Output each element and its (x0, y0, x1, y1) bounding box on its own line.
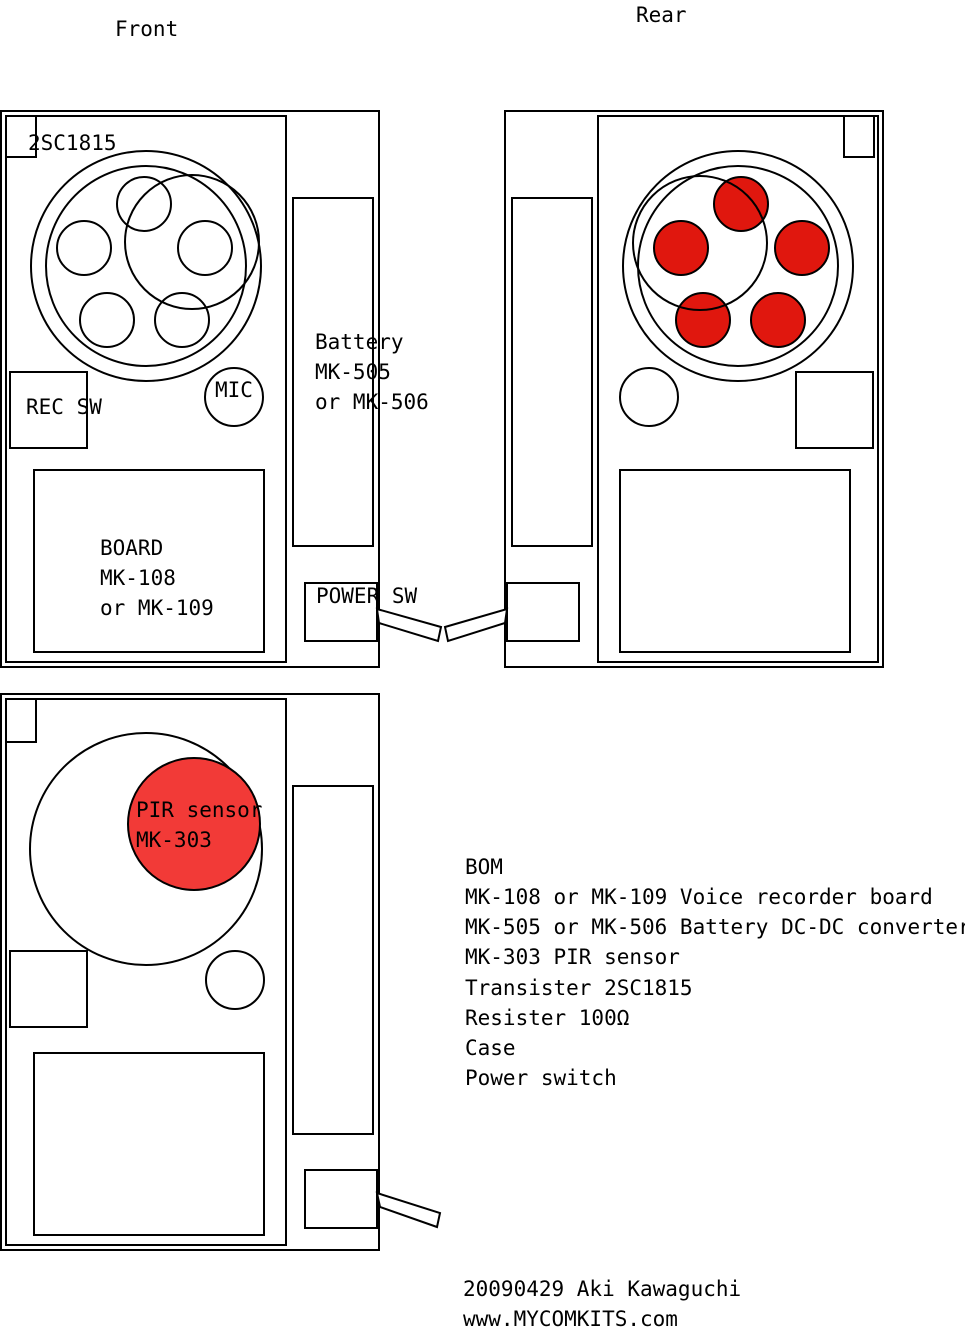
rear-case-outline (504, 110, 884, 668)
board-model-label-2: or MK-109 (100, 596, 214, 620)
rear-view (443, 110, 884, 668)
speaker-offset-ring (124, 174, 260, 310)
bom-item: Power switch (465, 1066, 617, 1090)
speaker-hole (116, 176, 172, 232)
pir-power-switch-box (304, 1169, 378, 1229)
rear-speaker-hole (653, 220, 709, 276)
speaker-hole (79, 292, 135, 348)
rear-speaker-offset-ring (632, 175, 768, 311)
pir-case-outline (0, 693, 380, 1251)
bom-item: Case (465, 1036, 516, 1060)
rear-transistor-box (843, 115, 875, 158)
pir-battery-box (292, 785, 374, 1135)
bom-item: MK-303 PIR sensor (465, 945, 680, 969)
front-case-outline (0, 110, 380, 668)
bom-item: Resister 100Ω (465, 1006, 629, 1030)
rear-speaker-hole (750, 292, 806, 348)
bom-list: BOM MK-108 or MK-109 Voice recorder boar… (465, 855, 965, 1090)
rec-switch-label: REC SW (26, 395, 102, 419)
rear-power-switch-box (506, 582, 580, 642)
battery-box (292, 197, 374, 547)
rear-inner-panel (597, 115, 879, 663)
date-author-text: 20090429 Aki Kawaguchi (463, 1277, 741, 1301)
bom-item: MK-505 or MK-506 Battery DC-DC converter (465, 915, 965, 939)
pir-board-box (33, 1052, 265, 1236)
board-title-label: BOARD (100, 536, 163, 560)
transistor-label: 2SC1815 (28, 131, 117, 155)
footer: 20090429 Aki Kawaguchi www.MYCOMKITS.com (463, 1277, 741, 1331)
battery-title-label: Battery (315, 330, 404, 354)
rear-speaker-inner-ring (637, 165, 839, 367)
bom-item: Transister 2SC1815 (465, 976, 693, 1000)
rear-speaker-hole (713, 176, 769, 232)
pir-transistor-box (5, 698, 37, 743)
front-inner-panel (5, 115, 287, 663)
speaker-hole (56, 220, 112, 276)
pir-power-switch-lever (375, 1191, 442, 1229)
rear-rec-switch-box (795, 371, 874, 449)
pir-inner-panel (5, 698, 287, 1246)
power-switch-label: POWER SW (316, 584, 418, 608)
rear-speaker-hole (774, 220, 830, 276)
bom-item: MK-108 or MK-109 Voice recorder board (465, 885, 933, 909)
speaker-hole (154, 292, 210, 348)
rec-switch-box (9, 371, 88, 449)
front-view: 2SC1815 Battery MK-505 or MK-506 REC SW … (0, 110, 443, 668)
power-switch-lever (375, 607, 443, 643)
front-heading: Front (115, 17, 178, 41)
mic-circle (204, 367, 264, 427)
bom-title: BOM (465, 855, 503, 879)
pir-mic-circle (205, 950, 265, 1010)
speaker-inner-ring (45, 165, 247, 367)
pir-model-label: MK-303 (136, 828, 212, 852)
speaker-hole (177, 220, 233, 276)
battery-model-label-1: MK-505 (315, 360, 391, 384)
rear-power-switch-lever (443, 607, 509, 643)
rear-speaker-hole (675, 292, 731, 348)
rear-battery-box (511, 197, 593, 547)
rear-heading: Rear (636, 3, 687, 27)
rear-speaker-outer-ring (622, 150, 854, 382)
transistor-box (5, 115, 37, 158)
pir-rec-switch-box (9, 950, 88, 1028)
pir-sensor-dome (127, 757, 261, 891)
mic-label: MIC (215, 378, 253, 402)
pir-sensor-label: PIR sensor (136, 798, 262, 822)
pir-view: PIR sensor MK-303 (0, 693, 442, 1251)
battery-model-label-2: or MK-506 (315, 390, 429, 414)
board-box (33, 469, 265, 653)
website-text: www.MYCOMKITS.com (463, 1307, 678, 1331)
pir-mount-ring (29, 732, 263, 966)
board-model-label-1: MK-108 (100, 566, 176, 590)
rear-board-box (619, 469, 851, 653)
rear-mic-circle (619, 367, 679, 427)
speaker-outer-ring (30, 150, 262, 382)
